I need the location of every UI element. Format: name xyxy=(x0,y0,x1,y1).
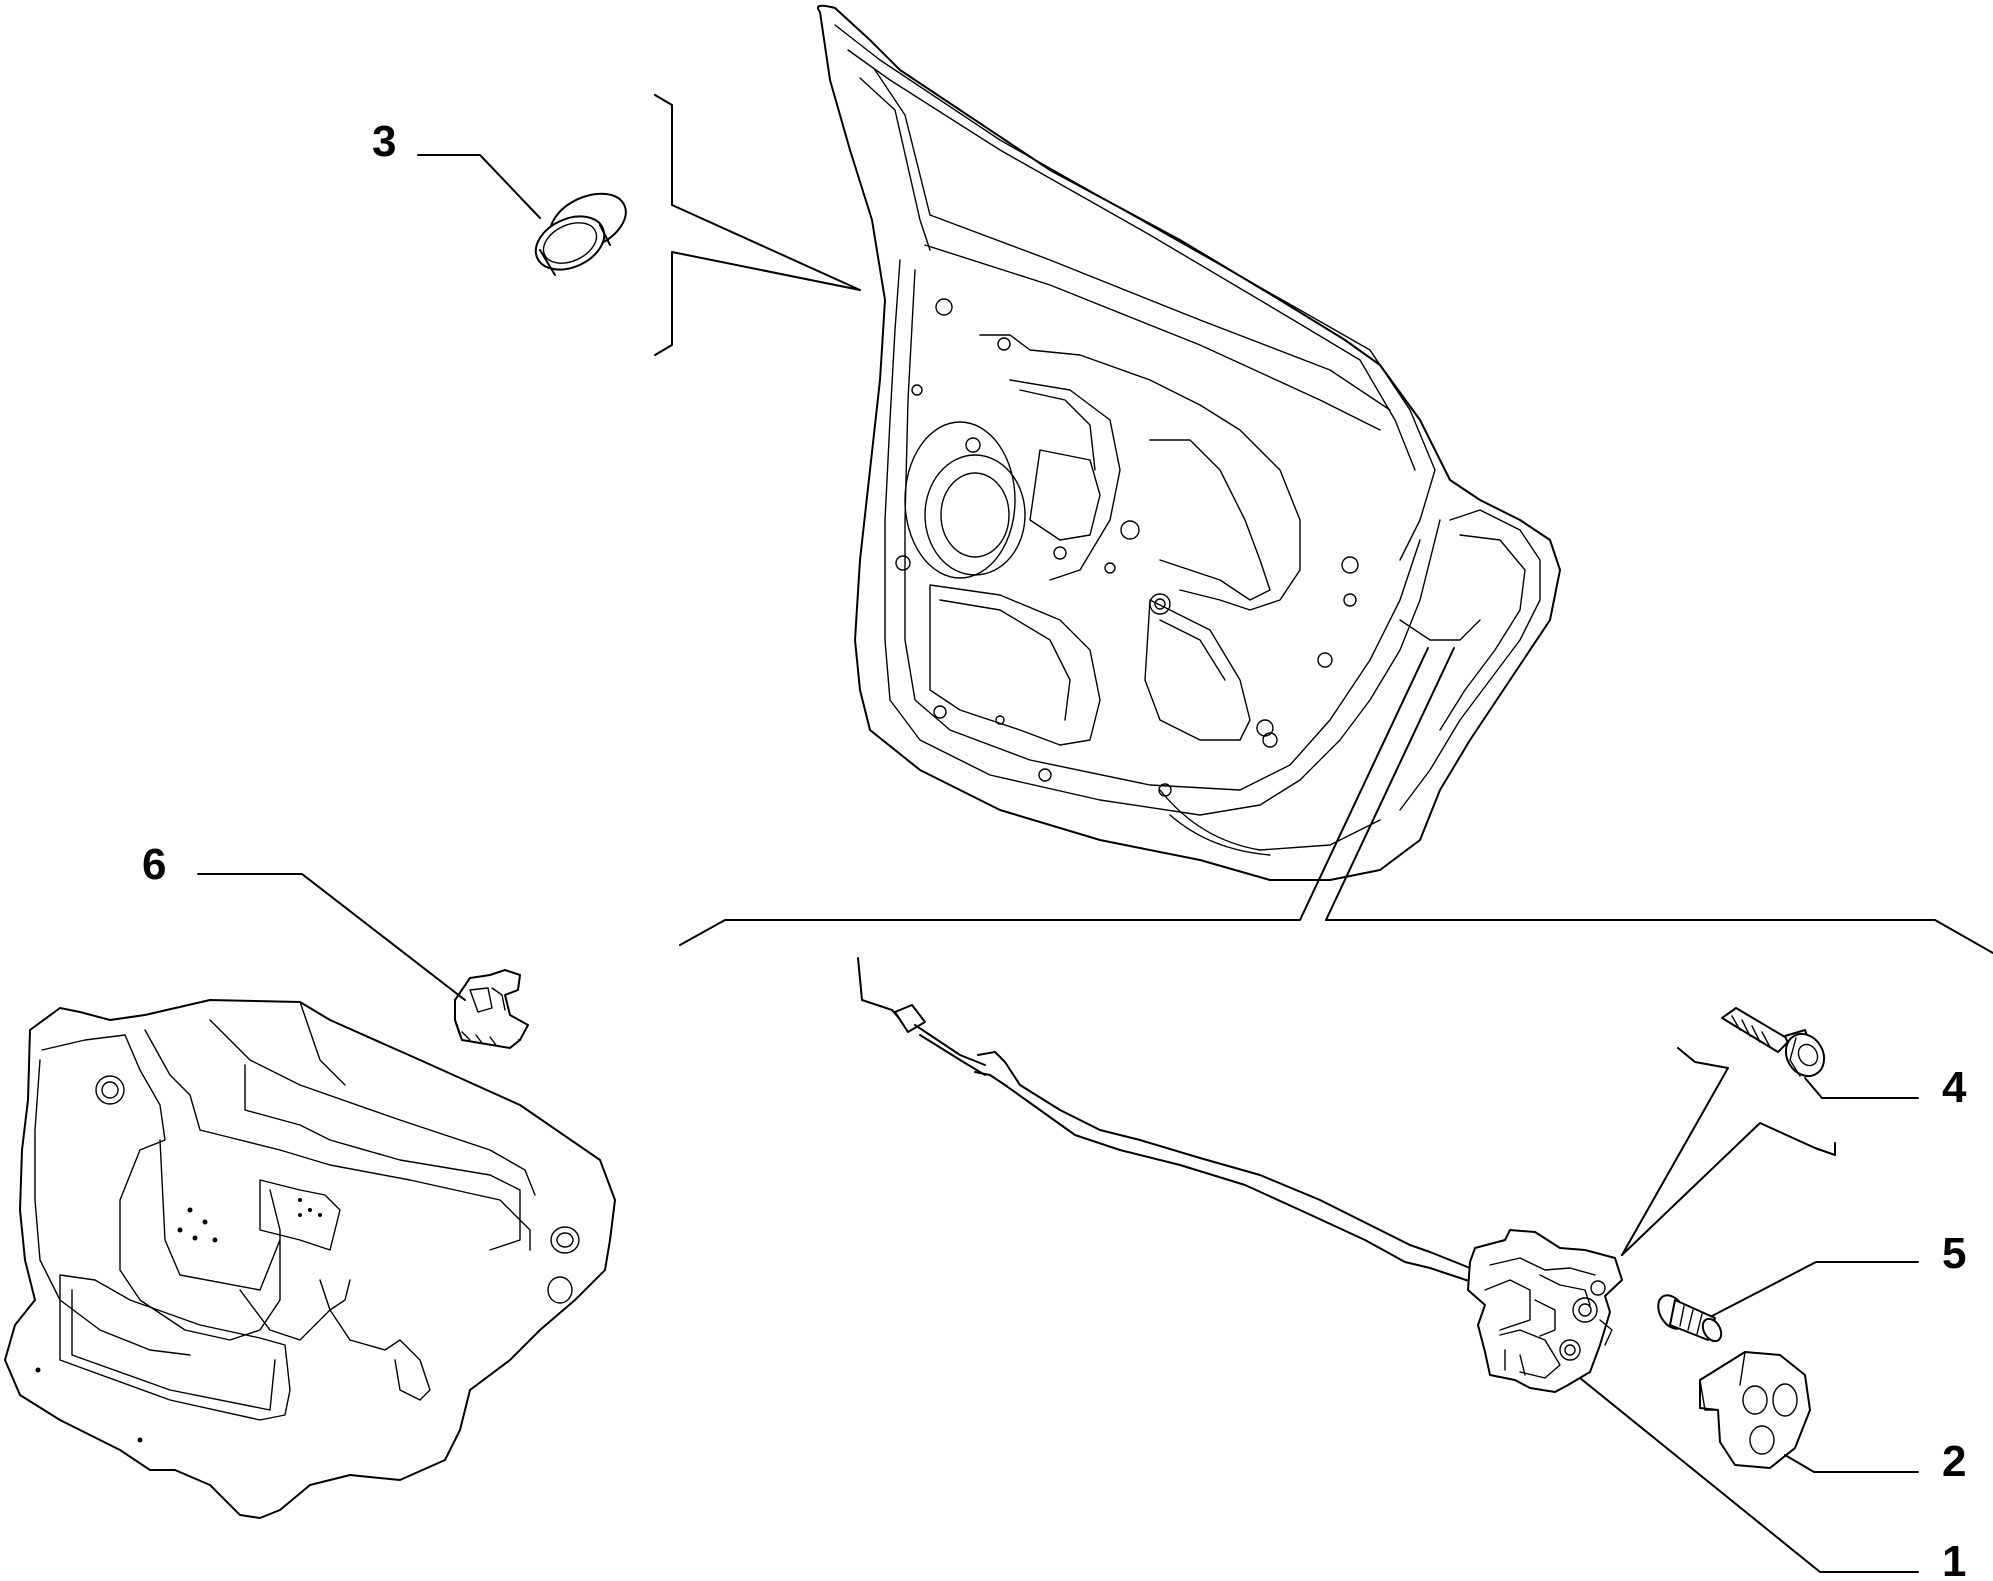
leader-lines xyxy=(197,873,1919,1573)
callout-3-leader-group xyxy=(417,94,861,356)
rear-door-shell xyxy=(816,4,1561,881)
callout-1: 1 xyxy=(1942,1537,1966,1581)
callout-1-leader xyxy=(1579,1377,1919,1573)
callout-4: 4 xyxy=(1942,1063,1967,1112)
striker-plate-part-2 xyxy=(1699,1351,1811,1469)
screw-part-4 xyxy=(1721,1007,1826,1078)
detail-view-outline xyxy=(679,647,1993,954)
grommet-plug-part-3 xyxy=(534,192,627,276)
callout-6: 6 xyxy=(142,840,166,889)
callout-labels: 3 6 4 5 2 1 xyxy=(142,117,1967,1581)
callout-6-leader xyxy=(197,873,466,1001)
callout-2-leader xyxy=(1784,1454,1919,1473)
callout-5-leader xyxy=(1711,1261,1919,1317)
door-trim-panel xyxy=(4,999,616,1519)
release-cable xyxy=(857,957,1476,1283)
callout-3: 3 xyxy=(372,117,396,166)
door-lock-part-1 xyxy=(1467,1229,1623,1393)
callout-5: 5 xyxy=(1942,1229,1966,1278)
callout-4-leader xyxy=(1804,1077,1919,1099)
clip-part-6 xyxy=(454,969,529,1049)
bolt-part-5 xyxy=(1657,1294,1723,1343)
callout-2: 2 xyxy=(1942,1437,1966,1486)
